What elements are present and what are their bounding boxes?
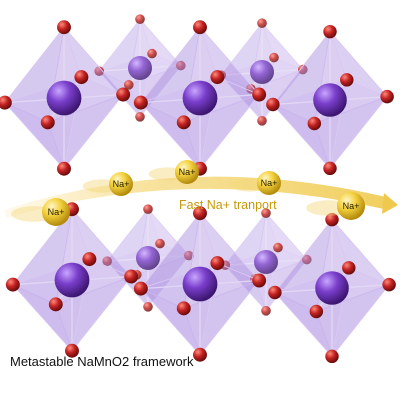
sodium-atom	[42, 198, 70, 226]
transport-arrow-band	[4, 176, 390, 218]
octahedron	[268, 212, 396, 364]
octahedron	[133, 20, 267, 176]
oxygen-atom	[124, 269, 139, 284]
sodium-ion: Na+	[148, 160, 199, 184]
sodium-ion: Na+	[230, 171, 281, 195]
figure-caption: Metastable NaMnO2 framework	[10, 354, 194, 369]
sodium-ion-label: Na+	[179, 167, 196, 177]
manganese-atom	[128, 56, 152, 80]
oxygen-atom	[340, 73, 354, 87]
oxygen-atom	[309, 304, 324, 319]
oxygen-atom	[74, 70, 89, 85]
oxygen-atom	[210, 70, 225, 85]
manganese-atom	[315, 271, 349, 305]
oxygen-atom	[65, 343, 79, 358]
sodium-atom	[175, 160, 199, 184]
sodium-atom	[109, 172, 133, 196]
oxygen-atom	[307, 116, 322, 131]
oxygen-atom	[266, 97, 280, 112]
octahedron	[0, 20, 131, 176]
oxygen-atom	[147, 48, 157, 59]
manganese-atom	[182, 266, 218, 302]
octahedron	[133, 206, 267, 362]
oxygen-atom	[298, 64, 308, 75]
oxygen-atom	[143, 302, 153, 312]
oxygen-atom	[193, 347, 207, 362]
manganese-atom	[136, 246, 160, 270]
oxygen-atom	[133, 95, 148, 110]
octahedron	[266, 24, 394, 176]
oxygen-atom	[273, 242, 283, 253]
oxygen-atom	[257, 116, 267, 126]
oxygen-atom	[57, 161, 71, 176]
sodium-ion: Na+	[82, 172, 133, 196]
transport-label: Fast Na+ tranport	[179, 198, 277, 212]
oxygen-atom	[5, 277, 20, 292]
oxygen-atom	[382, 277, 396, 292]
sodium-atom	[257, 171, 281, 195]
oxygen-atom	[193, 20, 207, 35]
manganese-atom	[182, 80, 218, 116]
oxygen-atom	[261, 306, 271, 316]
oxygen-atom	[102, 256, 112, 267]
manganese-atom	[313, 83, 347, 117]
oxygen-atom	[48, 297, 63, 312]
oxygen-atom	[342, 261, 356, 275]
sodium-ions: Na+ Na+ Na+ Na+ Na+	[11, 160, 365, 226]
oxygen-atom	[268, 285, 282, 300]
oxygen-atom	[135, 14, 145, 24]
sodium-ion-label: Na+	[48, 207, 65, 217]
transport-arrowhead	[382, 193, 398, 214]
sodium-ion-label: Na+	[113, 179, 130, 189]
manganese-atom	[46, 80, 82, 116]
oxygen-atom	[193, 206, 207, 221]
sodium-ion: Na+	[11, 198, 70, 226]
sodium-atom	[337, 192, 365, 220]
oxygen-atom	[302, 254, 312, 265]
oxygen-atom	[155, 238, 165, 249]
oxygen-atom	[176, 60, 186, 71]
oxygen-atom	[252, 87, 267, 102]
oxygen-atom	[176, 301, 191, 316]
octahedron	[5, 202, 139, 358]
octahedron	[102, 204, 194, 312]
oxygen-atom	[257, 18, 267, 29]
manganese-atom	[254, 250, 278, 274]
oxygen-atom	[210, 256, 225, 271]
octahedra-row-top	[0, 14, 394, 176]
oxygen-atom	[325, 212, 339, 227]
oxygen-atom	[82, 252, 97, 267]
oxygen-atom	[57, 20, 71, 35]
oxygen-atom	[269, 52, 279, 63]
oxygen-atom	[184, 250, 194, 261]
oxygen-atom	[325, 349, 339, 364]
sodium-ion-label: Na+	[343, 201, 360, 211]
oxygen-atom	[124, 80, 134, 90]
oxygen-atom	[40, 115, 55, 130]
oxygen-atom	[116, 87, 131, 102]
sodium-ion-label: Na+	[261, 178, 278, 188]
oxygen-atom	[380, 89, 394, 104]
sodium-ion: Na+	[306, 192, 365, 220]
oxygen-atom	[133, 281, 148, 296]
oxygen-atom	[252, 273, 267, 288]
oxygen-atom	[323, 161, 337, 176]
octahedra-row-bottom	[5, 202, 396, 364]
oxygen-atom	[135, 112, 145, 122]
manganese-atom	[250, 60, 274, 84]
oxygen-atom	[261, 208, 271, 218]
oxygen-atom	[143, 204, 153, 214]
manganese-atom	[54, 262, 90, 298]
oxygen-atom	[94, 66, 104, 76]
oxygen-atom	[0, 95, 12, 110]
octahedron	[220, 208, 312, 316]
oxygen-atom	[176, 115, 191, 130]
oxygen-atom	[323, 24, 337, 39]
